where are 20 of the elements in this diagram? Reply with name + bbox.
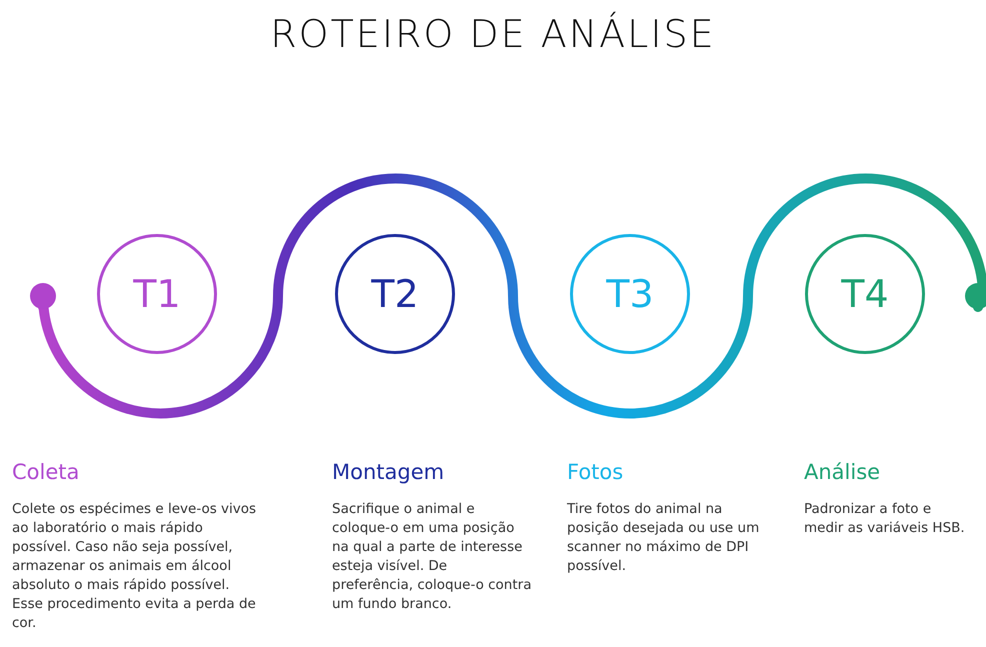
step-circle xyxy=(570,234,690,354)
step-heading: Montagem xyxy=(332,460,446,484)
step-description: Padronizar a foto e medir as variáveis HSB. xyxy=(804,500,966,538)
step-circle xyxy=(805,234,925,354)
end-dot xyxy=(965,283,986,309)
title: ROTEIRO DE ANÁLISE xyxy=(269,12,717,56)
step-number: T2 xyxy=(371,272,419,316)
step-circle xyxy=(97,234,217,354)
step-circle xyxy=(335,234,455,354)
step-description: Colete os espécimes e leve-os vivos ao laboratório o mais rápido possível. Caso não seja possível, armazenar os animais em álcool absoluto o mais rápido possível. Esse procedimento evita a perda de cor. xyxy=(12,500,258,633)
step-heading: Análise xyxy=(804,460,882,484)
step-description: Tire fotos do animal na posição desejada ou use um scanner no máximo de DPI possível. xyxy=(567,500,760,576)
step-number: T4 xyxy=(841,272,889,316)
step-heading: Fotos xyxy=(567,460,624,484)
step-heading: Coleta xyxy=(12,460,80,484)
wavy-connector xyxy=(38,174,986,418)
end-dot xyxy=(30,283,56,309)
step-number: T3 xyxy=(606,272,654,316)
step-number: T1 xyxy=(133,272,181,316)
step-description: Sacrifique o animal e coloque-o em uma posição na qual a parte de interesse esteja visível. De preferência, coloque-o contra um fundo branco. xyxy=(332,500,532,614)
